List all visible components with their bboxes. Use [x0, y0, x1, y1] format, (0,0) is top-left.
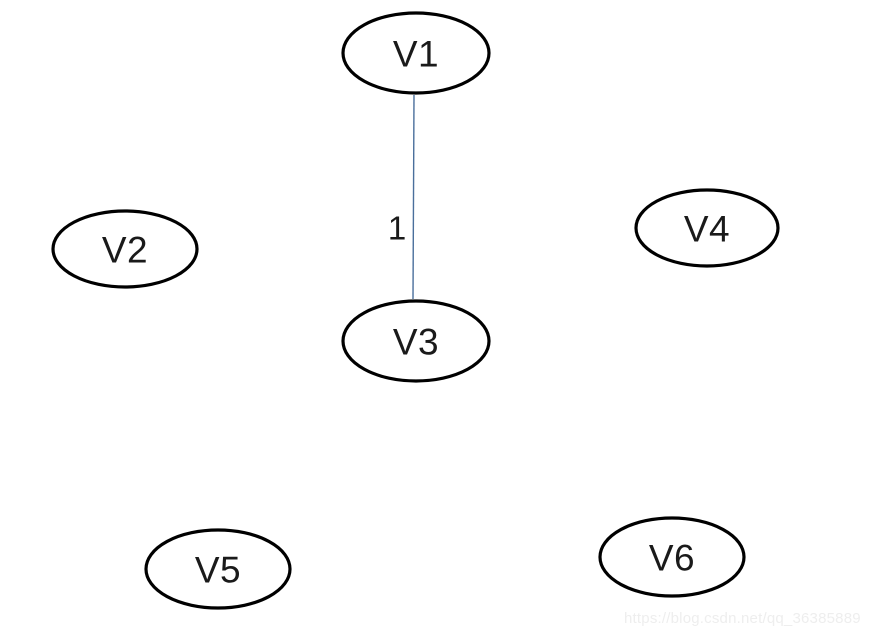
- edge-v1-v3[interactable]: [412, 94, 415, 300]
- edge-weight-v1-v3: 1: [388, 210, 406, 247]
- node-v5-ellipse[interactable]: [144, 528, 292, 610]
- node-v5-label: V5: [195, 550, 241, 591]
- node-v5[interactable]: V5: [144, 528, 292, 610]
- node-v6-label: V6: [649, 538, 695, 579]
- node-v2-ellipse[interactable]: [51, 209, 199, 289]
- edge-layer: 1: [388, 94, 415, 300]
- node-v1[interactable]: V1: [341, 11, 491, 95]
- node-v4-label: V4: [684, 209, 730, 250]
- node-v6-ellipse[interactable]: [598, 516, 746, 598]
- node-v4-ellipse[interactable]: [634, 188, 780, 268]
- node-layer: V1 V2 V3 V4 V5 V6: [51, 11, 780, 610]
- node-v4[interactable]: V4: [634, 188, 780, 268]
- node-v3[interactable]: V3: [341, 299, 491, 383]
- node-v3-label: V3: [393, 322, 439, 363]
- watermark-text: https://blog.csdn.net/qq_36385889: [624, 610, 861, 627]
- node-v1-ellipse[interactable]: [341, 11, 491, 95]
- node-v2[interactable]: V2: [51, 209, 199, 289]
- node-v2-label: V2: [102, 230, 148, 271]
- node-v3-ellipse[interactable]: [341, 299, 491, 383]
- node-v6[interactable]: V6: [598, 516, 746, 598]
- node-v1-label: V1: [393, 34, 439, 75]
